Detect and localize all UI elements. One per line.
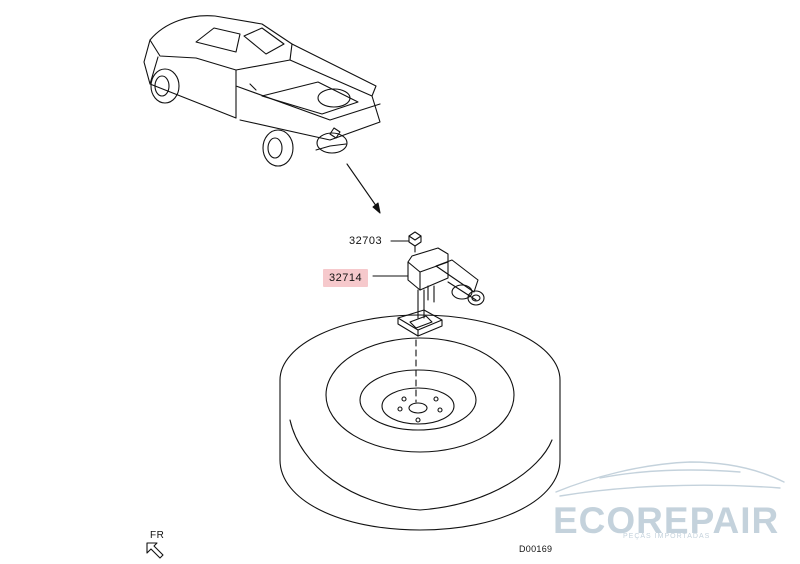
callout-32703: 32703 [349, 235, 383, 247]
pickup-truck-illustration [143, 15, 381, 167]
spare-tire-carrier-assembly [397, 247, 485, 337]
figure-code: D00169 [519, 544, 553, 554]
watermark-brand: ECOREPAIR [553, 500, 780, 541]
bolt-illustration [408, 231, 422, 253]
location-arrow [346, 163, 380, 211]
callout-32714: 32714 [323, 269, 369, 287]
front-orientation-label: FR [150, 530, 165, 541]
front-direction-arrow-icon [146, 542, 164, 559]
watermark-tagline: PEÇAS IMPORTADAS [623, 533, 711, 540]
car-silhouette-icon [555, 461, 785, 497]
spare-tire-illustration [279, 314, 561, 531]
